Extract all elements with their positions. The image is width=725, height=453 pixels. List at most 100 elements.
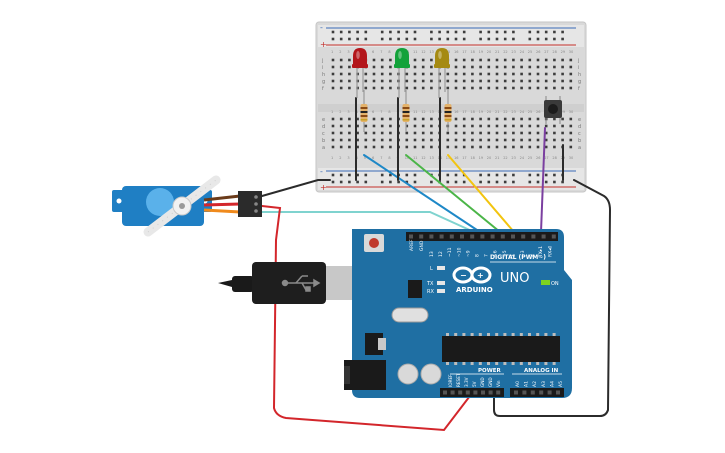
column-number: 6 [372, 50, 374, 54]
column-number: 30 [569, 110, 573, 114]
analog-pin-label: A0 [515, 381, 521, 387]
column-number: 22 [503, 156, 507, 160]
column-number: 12 [421, 50, 425, 54]
power-pin-label: Vin [496, 380, 501, 387]
servo-lead-brown [203, 194, 241, 202]
power-pin-label: IOREF [448, 374, 453, 387]
yellow-led[interactable] [434, 48, 450, 98]
row-letter: g [322, 79, 325, 85]
servo-connector [238, 191, 262, 217]
digital-pin-label: ~5 [502, 250, 508, 257]
row-letter: a [322, 145, 325, 151]
row-letter: e [322, 117, 325, 123]
row-letter: j [577, 58, 579, 64]
column-number: 26 [536, 50, 540, 54]
column-number: 4 [356, 110, 359, 114]
servo-power-wire[interactable] [261, 205, 477, 432]
column-number: 27 [544, 50, 548, 54]
column-number: 16 [454, 110, 458, 114]
column-number: 13 [429, 110, 433, 114]
column-number: 16 [454, 156, 458, 160]
column-number: 7 [380, 156, 382, 160]
red-led[interactable] [352, 48, 368, 98]
resistor-3[interactable] [444, 90, 452, 132]
column-number: 11 [413, 156, 417, 160]
bottom-rail-plus: + [320, 183, 327, 192]
digital-pin-label: 2 [529, 254, 535, 257]
digital-pin-label: 13 [429, 251, 435, 257]
red-led-signal-wire[interactable] [363, 154, 481, 233]
column-number: 20 [487, 156, 491, 160]
column-number: 11 [413, 50, 417, 54]
top-rail-minus: - [320, 23, 323, 32]
row-letter: d [322, 124, 325, 130]
digital-pin-label: TX▸1 [538, 246, 544, 258]
column-number: 20 [487, 110, 491, 114]
column-number: 3 [347, 156, 349, 160]
power-pin-label: 5V [472, 381, 477, 387]
column-number: 1 [331, 156, 333, 160]
resistor-2[interactable] [402, 90, 410, 132]
rx-led-label: RX [427, 289, 434, 295]
usb-chip [408, 280, 422, 298]
bottom-rail-minus: - [320, 167, 323, 176]
row-letter: b [322, 138, 325, 144]
tx-led [437, 281, 445, 285]
crystal-oscillator [391, 307, 429, 323]
analog-pin-label: A2 [532, 381, 538, 387]
row-letter: b [578, 138, 581, 144]
atmega-chip-pins [446, 333, 556, 365]
column-number: 18 [470, 156, 474, 160]
column-number: 17 [462, 110, 466, 114]
column-number: 6 [372, 156, 374, 160]
column-number: 17 [462, 156, 466, 160]
row-letter: i [578, 65, 579, 71]
row-letter: g [578, 79, 581, 85]
column-number: 19 [479, 156, 483, 160]
row-letter: h [578, 72, 581, 78]
green-led[interactable] [394, 48, 410, 98]
column-number: 24 [520, 156, 525, 160]
atmega-chip [442, 336, 560, 362]
column-number: 25 [528, 156, 532, 160]
column-number: 26 [536, 156, 540, 160]
arduino-ground-wire[interactable] [493, 179, 612, 417]
yellow-led-signal-wire[interactable] [447, 154, 515, 233]
column-number: 3 [347, 110, 349, 114]
column-number: 24 [520, 110, 525, 114]
column-number: 7 [380, 50, 382, 54]
row-letter: j [321, 58, 323, 64]
column-number: 22 [503, 110, 507, 114]
column-number: 6 [372, 110, 374, 114]
column-number: 12 [421, 110, 425, 114]
button-signal-wire[interactable] [540, 127, 546, 233]
servo-signal-wire[interactable] [261, 211, 475, 233]
bottom-pin-holes [443, 390, 560, 395]
column-number: 16 [454, 50, 458, 54]
column-number: 26 [536, 110, 540, 114]
row-letter: i [322, 65, 323, 71]
column-number: 28 [552, 50, 556, 54]
servo-lead-red [203, 202, 241, 207]
green-led-signal-wire[interactable] [405, 154, 501, 233]
power-pin-header [440, 388, 504, 397]
servo-screw-hole-left [116, 198, 122, 204]
servo-lead-orange [203, 208, 241, 214]
digital-pin-label: 12 [438, 251, 444, 257]
resistor-1[interactable] [360, 90, 368, 132]
svg-text:−: − [460, 271, 467, 280]
column-number: 2 [339, 50, 341, 54]
push-button[interactable] [544, 96, 562, 124]
digital-pin-label: RX◂0 [547, 246, 553, 257]
breadboard-holes [331, 30, 573, 184]
analog-pin-label: A4 [549, 381, 555, 387]
usb-icon [281, 275, 321, 292]
column-number: 13 [429, 156, 433, 160]
power-jack[interactable] [344, 360, 386, 390]
servo-ground-wire[interactable] [261, 179, 331, 197]
servo-motor[interactable] [112, 175, 262, 237]
power-header-label: POWER [478, 368, 502, 374]
column-number: 1 [331, 50, 333, 54]
